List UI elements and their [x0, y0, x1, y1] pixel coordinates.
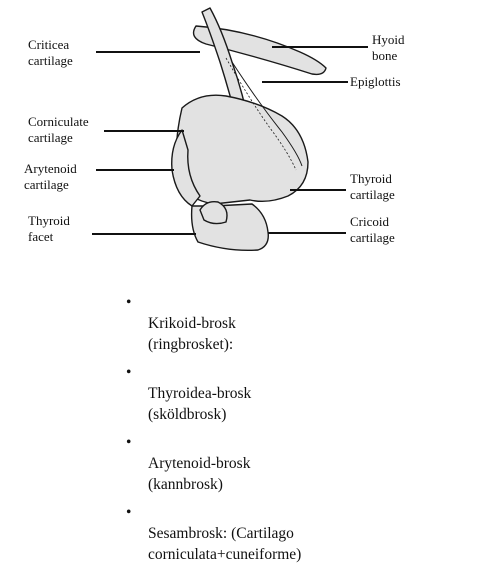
hyoid-bone-shape: [192, 25, 327, 76]
leader-epiglottis: [262, 81, 348, 83]
leader-thyroid-cartilage: [290, 189, 346, 191]
bullet-text: Sesambrosk: (Cartilago corniculata+cunei…: [148, 525, 302, 563]
bullet-marker: •: [126, 364, 132, 381]
label-thyroid-facet: Thyroid facet: [28, 213, 70, 244]
bullet-marker: •: [126, 504, 132, 521]
leader-hyoid: [272, 46, 368, 48]
leader-corniculate: [104, 130, 184, 132]
label-hyoid-bone: Hyoid bone: [372, 32, 405, 63]
leader-arytenoid: [96, 169, 174, 171]
epiglottis-stalk-dashed: [225, 57, 297, 171]
bullet-item: • Thyroidea-brosk (sköldbrosk): [126, 362, 426, 425]
bullet-text: Krikoid-brosk (ringbrosket):: [148, 315, 236, 353]
larynx-drawing: [171, 7, 327, 252]
bullet-list: • Krikoid-brosk (ringbrosket): • Thyroidea…: [126, 292, 426, 572]
label-arytenoid-cartilage: Arytenoid cartilage: [24, 161, 77, 192]
label-criticea-cartilage: Criticea cartilage: [28, 37, 73, 68]
bullet-marker: •: [126, 434, 132, 451]
label-cricoid-cartilage: Cricoid cartilage: [350, 214, 395, 245]
leader-criticea: [96, 51, 200, 53]
bullet-item: • Krikoid-brosk (ringbrosket):: [126, 292, 426, 355]
thyroid-cartilage-shape: [175, 94, 309, 205]
epiglottis-stalk: [231, 61, 303, 167]
leader-cricoid: [268, 232, 346, 234]
label-epiglottis: Epiglottis: [350, 74, 401, 89]
label-corniculate-cartilage: Corniculate cartilage: [28, 114, 89, 145]
arytenoid-shape: [171, 129, 201, 207]
bullet-text: Thyroidea-brosk (sköldbrosk): [148, 385, 252, 423]
bullet-marker: •: [126, 294, 132, 311]
bullet-item: • Arytenoid-brosk (kannbrosk): [126, 432, 426, 495]
thyroid-facet-shape: [199, 200, 228, 225]
leader-thyroid-facet: [92, 233, 196, 235]
label-thyroid-cartilage: Thyroid cartilage: [350, 171, 395, 202]
bullet-item: • Sesambrosk: (Cartilago corniculata+cune…: [126, 502, 426, 565]
bullet-text: Arytenoid-brosk (kannbrosk): [148, 455, 251, 493]
